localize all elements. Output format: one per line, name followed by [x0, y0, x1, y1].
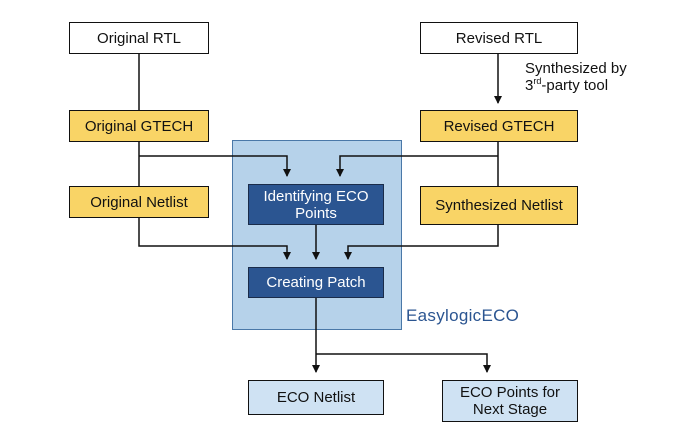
easylogiceco-region: [232, 140, 402, 330]
annotation-line-2: 3rd-party tool: [525, 76, 609, 95]
revised-rtl-label: Revised RTL: [455, 29, 543, 47]
original-gtech-label: Original GTECH: [84, 117, 194, 135]
revised-gtech-label: Revised GTECH: [443, 117, 555, 135]
edge-synth-netlist-to-patch: [344, 225, 499, 260]
eco-points-next-stage-label: ECO Points for Next Stage: [459, 384, 561, 418]
original-rtl-box: Original RTL: [69, 22, 209, 54]
eco-netlist-label: ECO Netlist: [276, 389, 356, 406]
eco-points-next-stage-box: ECO Points for Next Stage: [442, 380, 578, 422]
edge-revised-gtech-to-identify: [336, 155, 498, 177]
creating-patch-box: Creating Patch: [248, 267, 384, 298]
edge-patch-to-eco-points: [316, 353, 491, 373]
annotation-line-1: Synthesized by: [525, 60, 627, 77]
synthesis-annotation: Synthesized by 3rd-party tool: [525, 60, 627, 94]
revised-gtech-box: Revised GTECH: [420, 110, 578, 142]
original-gtech-box: Original GTECH: [69, 110, 209, 142]
original-rtl-label: Original RTL: [97, 29, 181, 47]
original-netlist-box: Original Netlist: [69, 186, 209, 218]
creating-patch-label: Creating Patch: [266, 274, 366, 291]
revised-rtl-box: Revised RTL: [420, 22, 578, 54]
identifying-eco-points-box: Identifying ECO Points: [248, 184, 384, 225]
eco-netlist-box: ECO Netlist: [248, 380, 384, 415]
edge-original-gtech-to-identify: [139, 155, 291, 177]
identifying-eco-points-label: Identifying ECO Points: [263, 187, 369, 222]
easylogiceco-label: EasylogicECO: [406, 306, 520, 325]
edge-original-netlist-to-patch: [138, 218, 291, 260]
synthesized-netlist-label: Synthesized Netlist: [435, 197, 563, 214]
original-netlist-label: Original Netlist: [90, 193, 188, 211]
synthesized-netlist-box: Synthesized Netlist: [420, 186, 578, 225]
